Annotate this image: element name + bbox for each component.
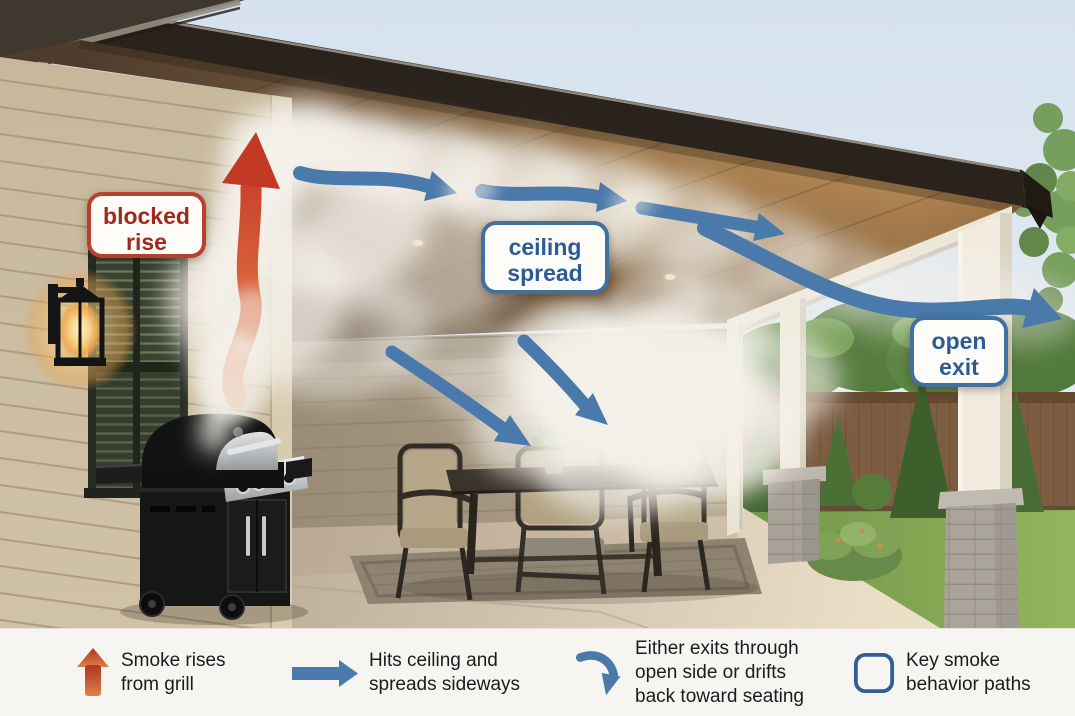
legend-item-smoke-rises: Smoke rises from grill	[76, 629, 226, 716]
patio-roof-fascia	[75, 4, 1053, 229]
legend-item-key-paths: Key smoke behavior paths	[853, 629, 1031, 716]
exit-or-drift-arrow-icon	[576, 651, 621, 696]
chair-left	[395, 443, 476, 601]
legend-bar: Smoke rises from grill Hits ceiling and …	[0, 628, 1075, 716]
legend-text: Hits ceiling and spreads sideways	[369, 649, 521, 695]
ceiling-arrow-3	[635, 201, 785, 241]
ceiling-spread-arrow-icon	[292, 659, 358, 687]
smoke-wisps	[198, 174, 710, 422]
legend-item-exit-or-drift: Either exits through open side or drifts…	[576, 629, 804, 716]
drift-down-arrow-2	[517, 334, 608, 425]
drift-down-arrow-1	[385, 345, 531, 446]
open-exit-arrow	[697, 220, 1062, 328]
ceiling-spread-label: ceiling spread	[481, 221, 609, 294]
grill-vents	[150, 506, 215, 512]
legend-text: Smoke rises from grill	[121, 649, 226, 695]
key-paths-box-icon	[853, 652, 895, 694]
smoke-rise-arrow-icon	[77, 648, 109, 696]
blocked-rise-label: blocked rise	[87, 192, 206, 258]
wall-lantern	[22, 268, 138, 392]
legend-item-ceiling-spread: Hits ceiling and spreads sideways	[292, 629, 520, 716]
patio-scene	[0, 0, 1075, 628]
grill	[95, 413, 312, 625]
open-exit-label: open exit	[910, 316, 1008, 387]
legend-text: Key smoke behavior paths	[906, 649, 1031, 695]
grill-wheels	[139, 591, 245, 620]
legend-text: Either exits through open side or drifts…	[635, 637, 804, 708]
garden-shrub	[806, 522, 902, 581]
grill-doors	[227, 499, 287, 593]
